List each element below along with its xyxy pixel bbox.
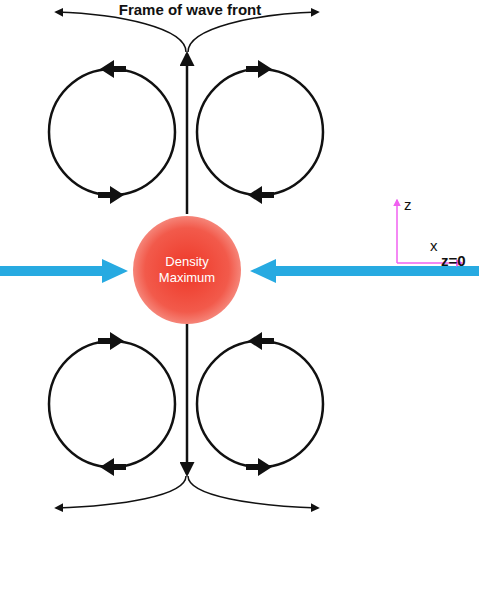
vortex-circle xyxy=(197,69,323,195)
flow-arrowhead xyxy=(98,332,124,350)
flow-arrowhead xyxy=(98,186,124,204)
vortex-circle xyxy=(49,69,175,195)
axis-label: z xyxy=(404,196,412,213)
splitting-flow xyxy=(56,12,318,508)
flow-arrowhead xyxy=(246,60,272,78)
curved-arrow xyxy=(188,476,318,508)
density-maximum-circle: Density Maximum xyxy=(133,216,241,324)
z-axis xyxy=(396,200,398,263)
vortex-circle xyxy=(197,341,323,467)
outflow-arrow xyxy=(186,322,189,474)
curved-arrow xyxy=(56,12,186,52)
flow-arrowhead xyxy=(100,458,126,476)
flow-arrowhead xyxy=(246,458,272,476)
node-label: Density Maximum xyxy=(151,254,223,286)
axis-label: x xyxy=(430,237,438,254)
flow-arrowhead xyxy=(248,186,274,204)
outflow-arrow xyxy=(186,54,189,214)
plane-label: z=0 xyxy=(441,252,466,269)
diagram-title: Frame of wave front xyxy=(0,1,380,18)
curved-arrow xyxy=(56,476,186,508)
inflow-arrow xyxy=(0,259,128,283)
flow-arrowhead xyxy=(100,60,126,78)
vortex-circle xyxy=(49,341,175,467)
flow-arrowhead xyxy=(248,332,274,350)
curved-arrow xyxy=(188,12,318,52)
